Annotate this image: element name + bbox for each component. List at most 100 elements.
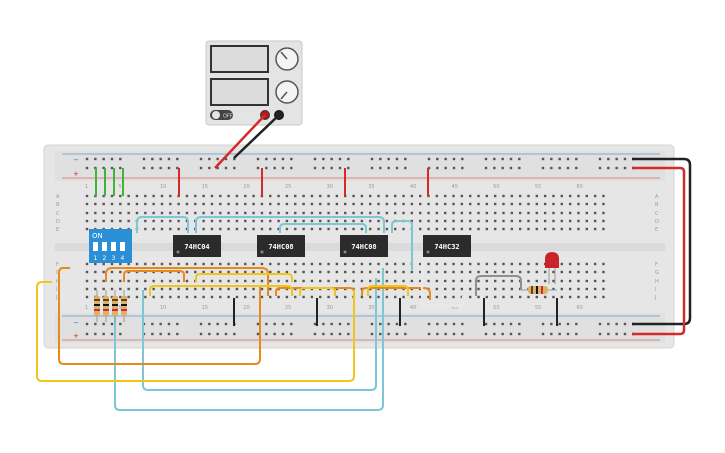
chip-label: 74HC04 [184,243,209,251]
yellow-wire-2[interactable] [195,273,293,282]
chip-74hc08-a[interactable]: 74HC08 [257,235,305,257]
column-number: 60 [576,305,582,311]
cyan-wire-d[interactable] [391,220,413,270]
supply-red-wire[interactable] [214,114,266,169]
row-letter: G [655,270,659,276]
column-number: 35 [368,184,374,190]
row-letter: E [655,227,658,233]
row-letter: J [654,295,656,301]
column-number: 15 [202,184,208,190]
column-number: 25 [285,305,291,311]
row-letter: H [655,279,659,285]
dip-switch[interactable]: ON 1 2 3 4 [89,229,132,263]
row-letter: C [56,211,60,217]
column-number: 1 [85,305,88,311]
power-supply-display-bottom [210,78,269,106]
orange-wire-loop[interactable] [58,267,261,365]
column-number: 40 [410,184,416,190]
row-letter: E [56,227,59,233]
column-number: 20 [243,184,249,190]
resistor-4[interactable] [121,290,127,322]
pulldown-resistors[interactable] [94,290,127,322]
chip-label: 74HC08 [351,243,376,251]
power-supply-display-top [210,45,269,73]
dip-switch-on-label: ON [92,232,103,240]
row-letter: I [56,287,57,293]
column-number: 30 [327,305,333,311]
column-number: 55 [535,184,541,190]
chip-74hc32[interactable]: 74HC32 [423,235,471,257]
row-letter: B [56,202,60,208]
yellow-wire-1[interactable] [149,285,293,296]
rail-minus-bottom: − [73,319,79,327]
column-number: 1 [85,184,88,190]
column-number: 35 [368,305,374,311]
dip-toggle-4[interactable] [120,242,125,251]
column-number: 55 [535,305,541,311]
row-letter: D [56,219,60,225]
chip-label: 74HC32 [434,243,459,251]
cyan-wire-a[interactable] [136,216,189,233]
resistor-2[interactable] [103,290,109,322]
orange-wire-far[interactable] [361,287,431,300]
column-number: 10 [160,184,166,190]
white-wire-outline [421,262,464,307]
column-number: 40 [410,305,416,311]
row-letter: A [56,194,60,200]
power-switch-label: OFF [223,114,233,120]
column-number: 30 [327,184,333,190]
chip-74hc08-b[interactable]: 74HC08 [340,235,388,257]
dip-toggle-2[interactable] [102,242,107,251]
column-number: 60 [576,184,582,190]
dip-number-4: 4 [121,255,125,262]
power-supply[interactable]: OFF [205,40,303,126]
yellow-wire-4[interactable] [367,285,409,296]
cyan-wire-c[interactable] [279,223,367,233]
row-letter: F [56,262,59,268]
resistor-3[interactable] [112,290,118,322]
column-number: 45 [452,305,458,311]
column-number: 15 [202,305,208,311]
column-number: 10 [160,305,166,311]
supply-black-wire[interactable] [233,114,280,159]
cyan-wire-long-1[interactable] [114,268,384,411]
dip-number-3: 3 [112,255,116,262]
column-number: 50 [493,184,499,190]
dip-number-1: 1 [94,255,98,262]
row-letter: D [655,219,659,225]
rail-plus-top: + [73,170,79,178]
row-letter: C [655,211,659,217]
row-letter: B [655,202,659,208]
gray-wire[interactable] [475,275,522,296]
column-number: 45 [452,184,458,190]
row-letter: F [655,262,658,268]
column-number: 20 [243,305,249,311]
row-letter: A [655,194,659,200]
cyan-wire-b[interactable] [195,216,385,233]
row-letter: J [55,295,57,301]
column-number: 5 [118,184,121,190]
led-resistor[interactable] [522,286,557,294]
dip-toggle-3[interactable] [111,242,116,251]
column-number: 50 [493,305,499,311]
rail-minus-top: − [73,156,79,164]
resistor-1[interactable] [94,290,100,322]
cyan-wire-long-2[interactable] [142,278,377,391]
dip-number-2: 2 [103,255,107,262]
dip-toggle-1[interactable] [93,242,98,251]
led[interactable] [545,252,559,284]
column-number: 5 [118,305,121,311]
orange-wire-top-2[interactable] [123,270,185,282]
yellow-wire-3[interactable] [299,287,336,296]
chip-label: 74HC08 [268,243,293,251]
yellow-wire-loop[interactable] [36,281,355,382]
orange-wire-top-1[interactable] [105,267,269,296]
rail-red-loop[interactable] [632,166,686,336]
column-number: 25 [285,184,291,190]
rail-plus-bottom: + [73,332,79,340]
chip-74hc04[interactable]: 74HC04 [173,235,221,257]
rail-black-loop[interactable] [632,157,692,326]
row-letter: I [655,287,656,293]
wires [36,114,692,411]
